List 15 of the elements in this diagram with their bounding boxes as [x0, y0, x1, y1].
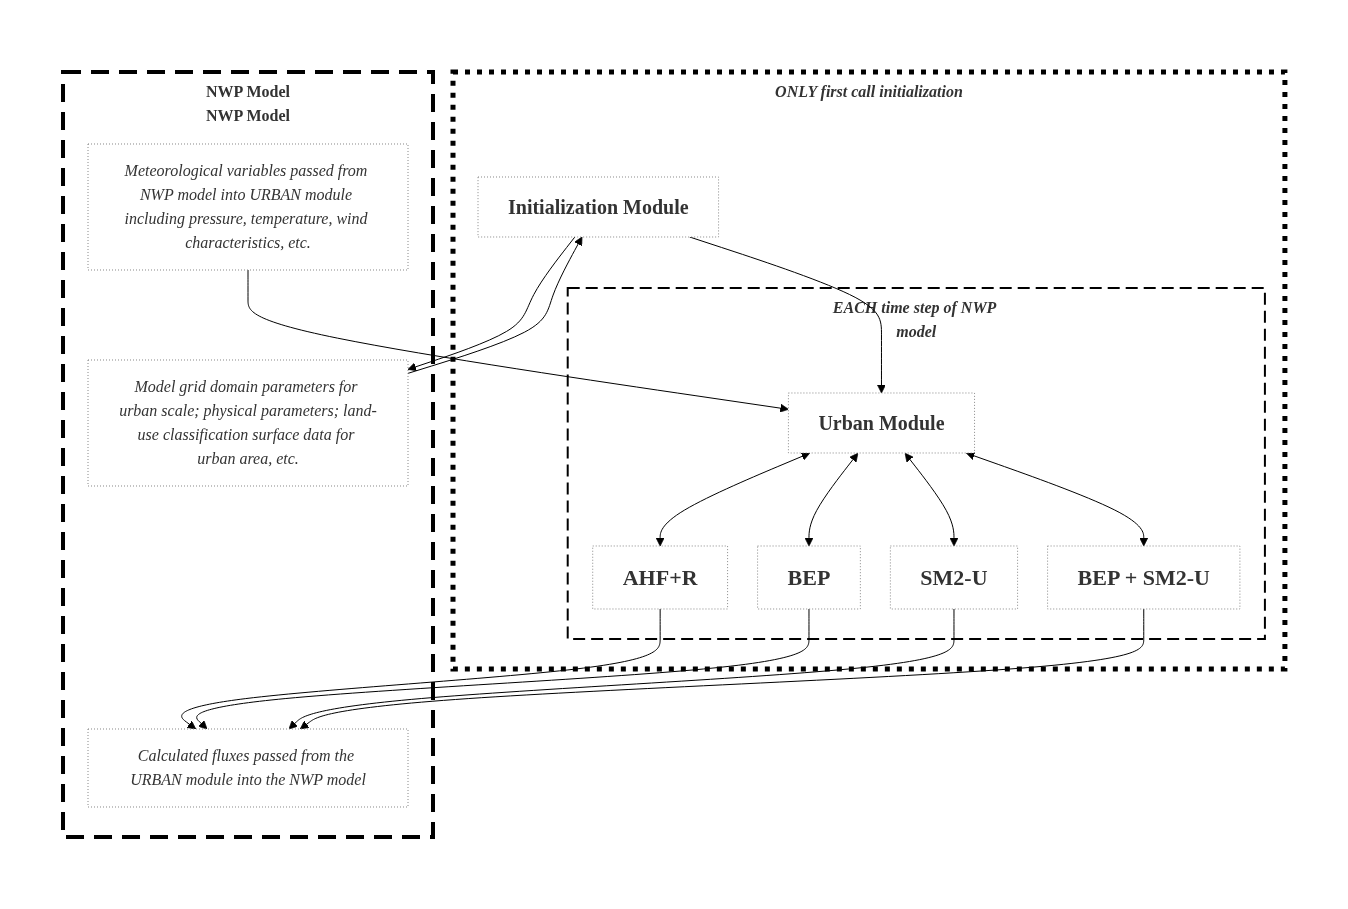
node-box: Urban Module — [787, 392, 976, 454]
node-box: BEP — [757, 545, 861, 610]
arrow — [196, 608, 810, 730]
arrow — [247, 269, 789, 413]
node-box: AHF+R — [592, 545, 729, 610]
node-box: BEP + SM2-U — [1047, 545, 1241, 610]
arrow — [804, 452, 859, 547]
arrow — [181, 608, 661, 730]
arrow — [655, 452, 811, 547]
node-box: SM2-U — [889, 545, 1019, 610]
node-box: Initialization Module — [477, 176, 720, 238]
arrow — [966, 451, 1149, 547]
arrow — [288, 608, 955, 730]
arrow — [299, 608, 1145, 730]
arrow — [904, 452, 959, 547]
